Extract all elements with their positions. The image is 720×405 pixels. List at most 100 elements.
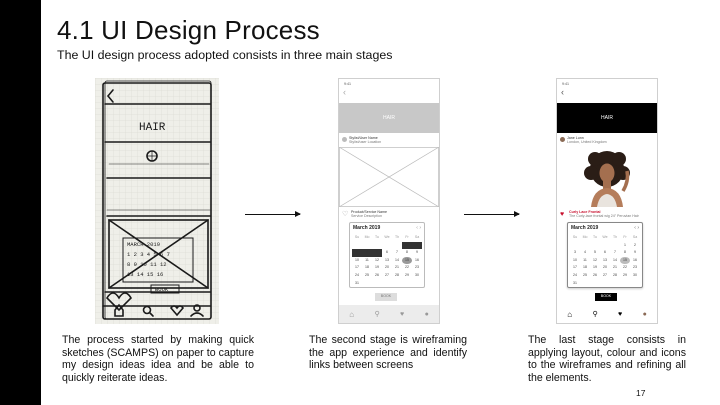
calendar-day[interactable]: 3 [574, 250, 576, 255]
calendar-day[interactable]: 29 [623, 272, 627, 277]
calendar-day[interactable]: 17 [355, 265, 359, 270]
product-name: Product/Service Name [351, 210, 387, 214]
calendar-day[interactable]: 23 [633, 265, 637, 270]
stylist-location: Stylist/user Location [349, 140, 382, 144]
header-banner: HAIR [339, 103, 439, 133]
svg-text:1 2 3 4 5 6 7: 1 2 3 4 5 6 7 [127, 251, 170, 258]
calendar-day[interactable]: 16 [415, 257, 419, 262]
calendar-day[interactable]: 11 [583, 257, 587, 262]
calendar-day[interactable]: 26 [375, 272, 379, 277]
back-chevron-icon[interactable]: ‹ [561, 87, 564, 97]
calendar-day[interactable]: 13 [603, 257, 607, 262]
calendar-day[interactable]: 23 [415, 265, 419, 270]
calendar-day[interactable]: 30 [633, 272, 637, 277]
calendar-day[interactable]: 1 [402, 241, 412, 250]
wireframe-phone: 9:41 ‹ HAIR Stylist/User Name Stylist/us… [338, 78, 440, 324]
calendar-day[interactable]: 20 [385, 265, 389, 270]
calendar-day[interactable]: 14 [395, 257, 399, 262]
calendar-day[interactable]: 13 [385, 257, 389, 262]
calendar-day[interactable]: 8 [624, 250, 626, 255]
calendar-day[interactable]: 15 [620, 256, 630, 265]
calendar-day[interactable]: 20 [603, 265, 607, 270]
product-name: Curly Lace Frontal [569, 210, 601, 214]
calendar-day[interactable]: 10 [573, 257, 577, 262]
calendar-nav-icon[interactable]: ‹ › [634, 225, 639, 231]
calendar-day[interactable]: 7 [396, 250, 398, 255]
calendar-day [590, 242, 600, 250]
book-button[interactable]: BOOK [375, 293, 397, 301]
calendar-weekday: We [602, 235, 608, 239]
slide-title: 4.1 UI Design Process [57, 15, 320, 45]
home-icon[interactable]: ⌂ [349, 309, 355, 319]
favorites-icon[interactable]: ♥ [400, 310, 405, 318]
bottom-nav: ⌂ ⚲ ♥ ● [339, 305, 439, 323]
calendar-day[interactable]: 28 [613, 272, 617, 277]
calendar-day[interactable]: 12 [375, 257, 379, 262]
calendar-day[interactable]: 22 [405, 265, 409, 270]
calendar-day[interactable]: 1 [624, 242, 626, 247]
calendar-day[interactable]: 18 [583, 265, 587, 270]
back-chevron-icon[interactable]: ‹ [343, 87, 346, 97]
calendar-day[interactable]: 14 [613, 257, 617, 262]
calendar-day[interactable]: 31 [573, 280, 577, 285]
heart-icon[interactable]: ♡ [342, 211, 349, 218]
calendar-day[interactable]: 9 [416, 250, 418, 255]
search-icon[interactable]: ⚲ [592, 311, 598, 318]
calendar-day[interactable]: 5 [594, 250, 596, 255]
search-icon[interactable]: ⚲ [374, 311, 380, 318]
sketch-header-text: HAIR [139, 122, 166, 134]
calendar-day[interactable]: 22 [623, 265, 627, 270]
calendar-day[interactable]: 30 [415, 272, 419, 277]
svg-text:13 14 15 16: 13 14 15 16 [127, 271, 163, 278]
profile-icon[interactable]: ● [424, 310, 429, 318]
calendar-day[interactable]: 9 [634, 250, 636, 255]
calendar-day[interactable]: 12 [593, 257, 597, 262]
calendar-day[interactable]: 2 [634, 242, 636, 247]
calendar-day[interactable]: 11 [365, 257, 369, 262]
calendar-day[interactable]: 4 [362, 249, 372, 257]
favorites-icon[interactable]: ♥ [618, 310, 623, 318]
calendar-day[interactable]: 8 [406, 250, 408, 255]
calendar-day[interactable]: 15 [402, 256, 412, 265]
calendar-day[interactable]: 27 [385, 272, 389, 277]
calendar-day[interactable]: 6 [386, 250, 388, 255]
calendar-day[interactable]: 18 [365, 265, 369, 270]
calendar-day[interactable]: 2 [412, 241, 422, 250]
calendar-day[interactable]: 16 [633, 257, 637, 262]
calendar-day[interactable]: 25 [365, 272, 369, 277]
calendar-day[interactable]: 19 [593, 265, 597, 270]
calendar-day[interactable]: 4 [584, 250, 586, 255]
calendar-day[interactable]: 17 [573, 265, 577, 270]
calendar-day[interactable]: 10 [355, 257, 359, 262]
heart-icon[interactable]: ♥ [560, 211, 565, 218]
calendar-day[interactable]: 21 [395, 265, 399, 270]
calendar-weekday: Mo [364, 235, 370, 239]
calendar-day[interactable]: 29 [405, 272, 409, 277]
calendar-day[interactable]: 6 [604, 250, 606, 255]
calendar-day[interactable]: 31 [355, 280, 359, 285]
calendar-nav-icon[interactable]: ‹ › [416, 225, 421, 231]
status-time: 9:41 [344, 82, 351, 86]
calendar-day[interactable]: 24 [355, 272, 359, 277]
calendar-day[interactable]: 7 [614, 250, 616, 255]
book-button[interactable]: BOOK [595, 293, 617, 301]
calendar-day[interactable]: 27 [603, 272, 607, 277]
profile-icon[interactable]: ● [642, 310, 647, 318]
calendar-day[interactable]: 3 [352, 249, 362, 257]
calendar-day[interactable]: 24 [573, 272, 577, 277]
calendar-day [352, 242, 362, 250]
calendar-day[interactable]: 5 [372, 249, 382, 257]
calendar-day [362, 242, 372, 250]
calendar-day[interactable]: 25 [583, 272, 587, 277]
sketch-month-text: MARCH 2019 [127, 241, 160, 248]
calendar-day[interactable]: 26 [593, 272, 597, 277]
calendar-day [610, 242, 620, 250]
home-icon[interactable]: ⌂ [567, 309, 573, 319]
calendar-day[interactable]: 19 [375, 265, 379, 270]
calendar-day[interactable]: 28 [395, 272, 399, 277]
calendar-day[interactable]: 21 [613, 265, 617, 270]
